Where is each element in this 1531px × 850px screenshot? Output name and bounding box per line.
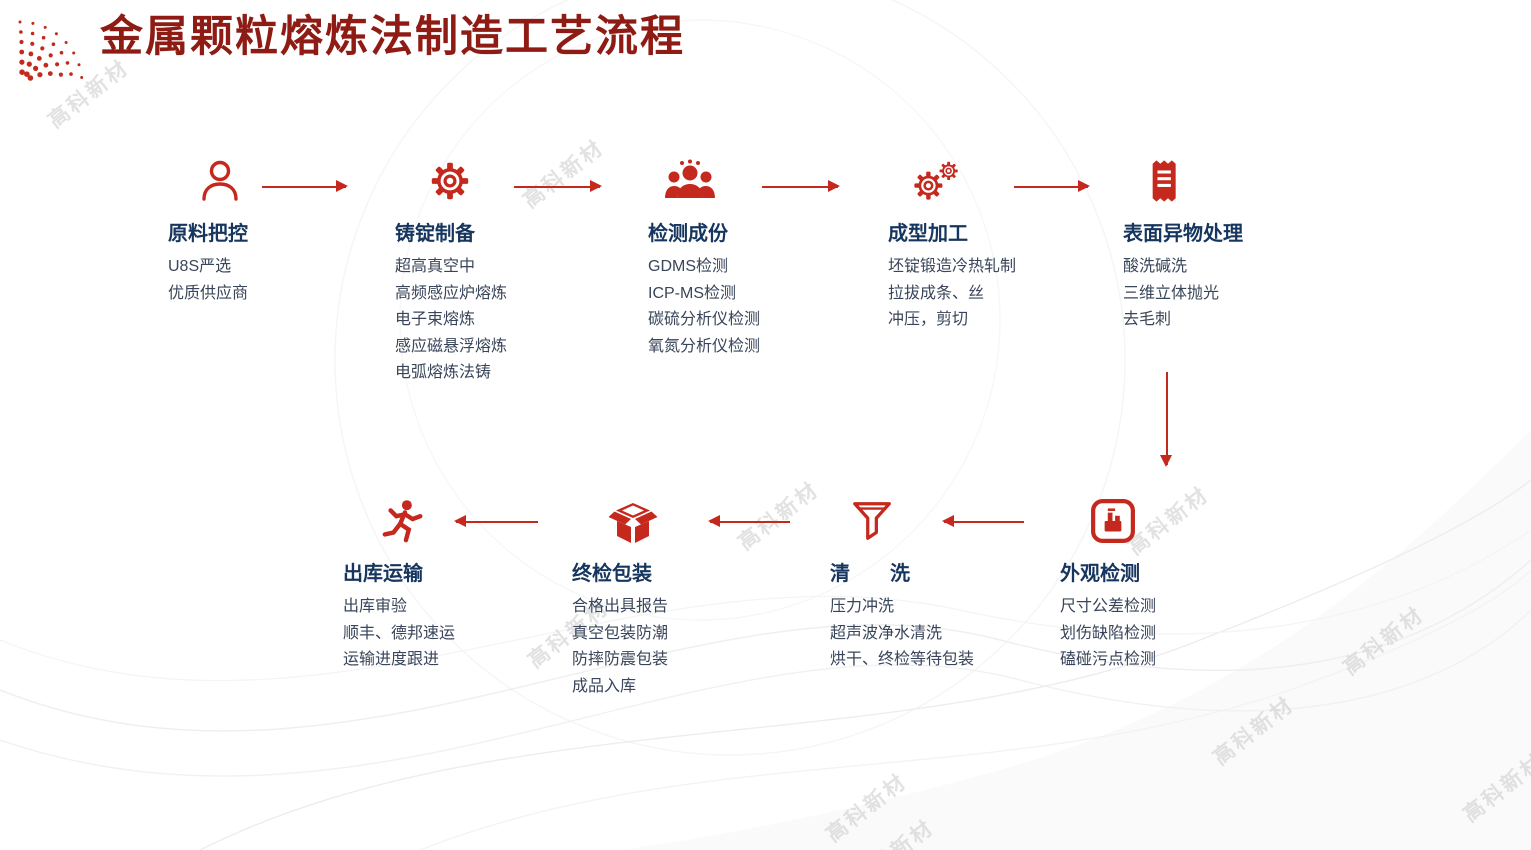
watermark-text: 高科新材 <box>1209 692 1299 770</box>
flow-arrow-right-icon <box>762 180 840 193</box>
step-details: GDMS检测 ICP-MS检测碳硫分析仪检测氧氮分析仪检测 <box>648 254 874 360</box>
person-icon <box>198 158 383 206</box>
step-detail-line: 三维立体抛光 <box>1123 284 1220 302</box>
flow-arrow-left-icon <box>454 515 538 528</box>
delivery-runner-icon <box>381 498 558 546</box>
step-detail-line: ICP-MS检测 <box>648 284 737 302</box>
step-cleaning: 清 洗 压力冲洗超声波净水清洗烘干、终检等待包装 <box>830 498 992 674</box>
page-title: 金属颗粒熔炼法制造工艺流程 <box>100 14 685 61</box>
step-detail-line: 尺寸公差检测 <box>1060 598 1157 615</box>
step-title: 原料把控 <box>168 223 248 245</box>
step-composition-testing: 检测成份 GDMS检测 ICP-MS检测碳硫分析仪检测氧氮分析仪检测 <box>648 158 874 360</box>
flow-arrow-left-icon <box>708 515 790 528</box>
step-detail-line: U8S严选 <box>168 258 232 275</box>
step-detail-line: 超高真空中 <box>395 258 476 275</box>
flow-arrow-right-icon <box>1014 180 1090 193</box>
step-outbound-transport: 出库运输 出库审验顺丰、德邦速运运输进度跟进 <box>343 498 558 674</box>
team-icon <box>664 158 874 206</box>
step-detail-line: 去毛刺 <box>1123 311 1172 328</box>
step-detail-line: 磕碰污点检测 <box>1060 651 1157 668</box>
dots-logo-icon <box>18 20 84 81</box>
step-details: 超高真空中高频感应炉熔炼电子束熔炼感应磁悬浮熔炼电弧熔炼法铸 <box>395 254 621 387</box>
step-forming-processing: 成型加工 坯锭锻造冷热轧制拉拔成条、丝冲压，剪切 <box>888 158 1114 334</box>
step-title: 终检包装 <box>572 563 652 585</box>
step-detail-line: 冲压，剪切 <box>888 311 969 328</box>
inspection-icon <box>1090 498 1282 546</box>
step-detail-line: 优质供应商 <box>168 284 249 302</box>
step-detail-line: 防摔防震包装 <box>572 651 669 668</box>
watermark-text: 高科新材 <box>1459 749 1531 827</box>
step-detail-line: 合格出具报告 <box>572 598 669 615</box>
step-details: 出库审验顺丰、德邦速运运输进度跟进 <box>343 594 558 674</box>
step-details: 压力冲洗超声波净水清洗烘干、终检等待包装 <box>830 594 992 674</box>
step-title: 铸锭制备 <box>395 223 475 245</box>
step-title: 清 洗 <box>830 563 910 585</box>
step-detail-line: 碳硫分析仪检测 <box>648 311 761 328</box>
step-detail-line: 高频感应炉熔炼 <box>395 284 508 302</box>
step-detail-line: 氧氮分析仪检测 <box>648 337 761 355</box>
flow-arrow-right-icon <box>262 180 348 193</box>
flow-arrow-left-icon <box>942 515 1024 528</box>
receipt-icon <box>1145 158 1355 206</box>
watermark-text: 高科新材 <box>822 769 912 847</box>
flow-arrow-right-icon <box>514 180 602 193</box>
step-detail-line: 成品入库 <box>572 677 637 695</box>
step-title: 成型加工 <box>888 223 968 245</box>
step-title: 检测成份 <box>648 223 728 245</box>
step-detail-line: 超声波净水清洗 <box>830 624 943 642</box>
step-ingot-preparation: 铸锭制备 超高真空中高频感应炉熔炼电子束熔炼感应磁悬浮熔炼电弧熔炼法铸 <box>395 158 621 387</box>
step-detail-line: 压力冲洗 <box>830 598 895 615</box>
step-details: U8S严选优质供应商 <box>168 254 383 307</box>
step-details: 合格出具报告真空包装防潮防摔防震包装成品入库 <box>572 594 798 700</box>
step-details: 坯锭锻造冷热轧制拉拔成条、丝冲压，剪切 <box>888 254 1114 334</box>
step-title: 外观检测 <box>1060 563 1140 585</box>
funnel-icon <box>850 498 992 546</box>
step-title: 出库运输 <box>343 563 423 585</box>
open-box-icon <box>608 498 798 546</box>
watermark-text: 高科新材 <box>846 812 940 850</box>
step-details: 尺寸公差检测划伤缺陷检测磕碰污点检测 <box>1060 594 1282 674</box>
step-detail-line: 出库审验 <box>343 598 408 615</box>
step-raw-material-control: 原料把控 U8S严选优质供应商 <box>168 158 383 307</box>
step-detail-line: 运输进度跟进 <box>343 651 440 668</box>
step-title: 表面异物处理 <box>1123 223 1243 245</box>
step-detail-line: 烘干、终检等待包装 <box>830 651 975 668</box>
flow-arrow-down-icon <box>1160 372 1173 467</box>
step-appearance-inspection: 外观检测 尺寸公差检测划伤缺陷检测磕碰污点检测 <box>1060 498 1282 674</box>
step-detail-line: 真空包装防潮 <box>572 624 669 642</box>
step-surface-treatment: 表面异物处理 酸洗碱洗三维立体抛光去毛刺 <box>1123 158 1355 334</box>
step-detail-line: 划伤缺陷检测 <box>1060 624 1157 642</box>
step-detail-line: 酸洗碱洗 <box>1123 258 1188 275</box>
step-details: 酸洗碱洗三维立体抛光去毛刺 <box>1123 254 1355 334</box>
step-final-inspection-packaging: 终检包装 合格出具报告真空包装防潮防摔防震包装成品入库 <box>572 498 798 700</box>
step-detail-line: 电子束熔炼 <box>395 311 476 328</box>
watermark-text: 高科新材 <box>1339 602 1429 680</box>
step-detail-line: 电弧熔炼法铸 <box>395 364 492 381</box>
step-detail-line: 坯锭锻造冷热轧制 <box>888 258 1017 275</box>
step-detail-line: 感应磁悬浮熔炼 <box>395 337 508 355</box>
step-detail-line: 顺丰、德邦速运 <box>343 624 456 642</box>
step-detail-line: GDMS检测 <box>648 258 729 275</box>
step-detail-line: 拉拔成条、丝 <box>888 284 985 302</box>
